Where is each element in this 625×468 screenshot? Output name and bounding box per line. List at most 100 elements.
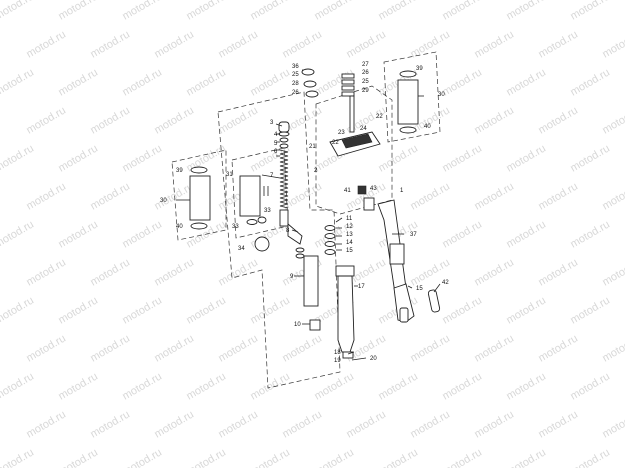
watermark-text: motod.ru [600,180,625,212]
watermark-text: motod.ru [344,28,388,60]
watermark-text: motod.ru [56,446,100,468]
top-clamp [329,73,381,157]
watermark-text: motod.ru [184,446,228,468]
watermark-text: motod.ru [184,294,228,326]
watermark-text: motod.ru [120,294,164,326]
watermark-text: motod.ru [120,446,164,468]
seal-stack [324,225,336,255]
watermark-text: motod.ru [440,142,484,174]
watermark-text: motod.ru [120,218,164,250]
top-nuts [301,68,319,98]
watermark-text: motod.ru [440,66,484,98]
watermark-text: motod.ru [280,332,324,364]
callout-8: 8 [286,228,290,234]
watermark-text: motod.ru [248,294,292,326]
watermark-text: motod.ru [184,0,228,23]
callout-37: 37 [410,232,417,238]
watermark-text: motod.ru [248,446,292,468]
watermark-text: motod.ru [472,332,516,364]
watermark-text: motod.ru [376,446,420,468]
left-fork-group-outline [217,91,341,389]
left-cover-group-outline [171,149,227,241]
watermark-text: motod.ru [600,28,625,60]
watermark-text: motod.ru [0,142,36,174]
callout-15a: 15 [346,248,353,254]
watermark-text: motod.ru [568,66,612,98]
callout-22b: 22 [332,140,339,146]
watermark-text: motod.ru [568,142,612,174]
watermark-text: motod.ru [536,104,580,136]
callout-26a: 26 [292,90,299,96]
watermark-text: motod.ru [0,218,36,250]
watermark-text: motod.ru [408,28,452,60]
watermark-text: motod.ru [24,408,68,440]
watermark-text: motod.ru [0,446,36,468]
watermark-text: motod.ru [120,370,164,402]
callout-17: 17 [358,284,365,290]
watermark-text: motod.ru [440,294,484,326]
watermark-text: motod.ru [56,218,100,250]
callout-40b: 40 [424,124,431,130]
callout-14: 14 [346,240,353,246]
callout-25a: 25 [292,72,299,78]
callout-10: 10 [294,322,301,328]
watermark-text: motod.ru [376,370,420,402]
watermark-text: motod.ru [88,256,132,288]
watermark-text: motod.ru [24,104,68,136]
watermark-text: motod.ru [56,142,100,174]
watermark-text: motod.ru [440,370,484,402]
watermark-text: motod.ru [600,104,625,136]
watermark-text: motod.ru [504,218,548,250]
watermark-text: motod.ru [568,0,612,23]
top-clamp-group-outline [315,85,393,215]
watermark-text: motod.ru [152,104,196,136]
callout-1: 1 [400,188,404,194]
fork-cover-right [397,70,419,134]
watermark-text: motod.ru [312,370,356,402]
watermark-text: motod.ru [312,446,356,468]
watermark-text: motod.ru [568,370,612,402]
watermark-text: motod.ru [504,446,548,468]
watermark-text: motod.ru [600,408,625,440]
callout-39b: 39 [416,66,423,72]
callout-36: 36 [292,64,299,70]
watermark-text: motod.ru [120,0,164,23]
watermark-text: motod.ru [568,446,612,468]
watermark-text: motod.ru [472,28,516,60]
watermark-text: motod.ru [472,256,516,288]
callout-27: 27 [362,62,369,68]
watermark-text: motod.ru [216,104,260,136]
watermark-text: motod.ru [408,408,452,440]
watermark-text: motod.ru [440,0,484,23]
watermark-text: motod.ru [152,180,196,212]
callout-2: 2 [314,168,318,174]
callout-30b: 30 [438,92,445,98]
watermark-text: motod.ru [536,332,580,364]
callout-33b: 33 [232,224,239,230]
watermark-text: motod.ru [504,0,548,23]
callout-25b: 25 [362,79,369,85]
watermark-text: motod.ru [88,332,132,364]
watermark-text: motod.ru [504,370,548,402]
fork-leg-right [357,185,415,323]
watermark-text: motod.ru [376,142,420,174]
watermark-text: motod.ru [472,104,516,136]
callout-6: 6 [274,149,278,155]
watermark-text: motod.ru [184,218,228,250]
callout-29: 29 [362,88,369,94]
lower-slider-left [335,265,355,359]
callout-21: 21 [309,144,316,150]
watermark-text: motod.ru [152,332,196,364]
watermark-text: motod.ru [248,0,292,23]
watermark-text: motod.ru [568,218,612,250]
callout-19: 19 [334,358,341,364]
callout-39a: 39 [176,168,183,174]
watermark-text: motod.ru [216,408,260,440]
watermark-text: motod.ru [536,28,580,60]
watermark-text: motod.ru [248,66,292,98]
watermark-text: motod.ru [0,66,36,98]
callout-22a: 22 [376,114,383,120]
watermark-text: motod.ru [536,408,580,440]
watermark-text: motod.ru [536,256,580,288]
